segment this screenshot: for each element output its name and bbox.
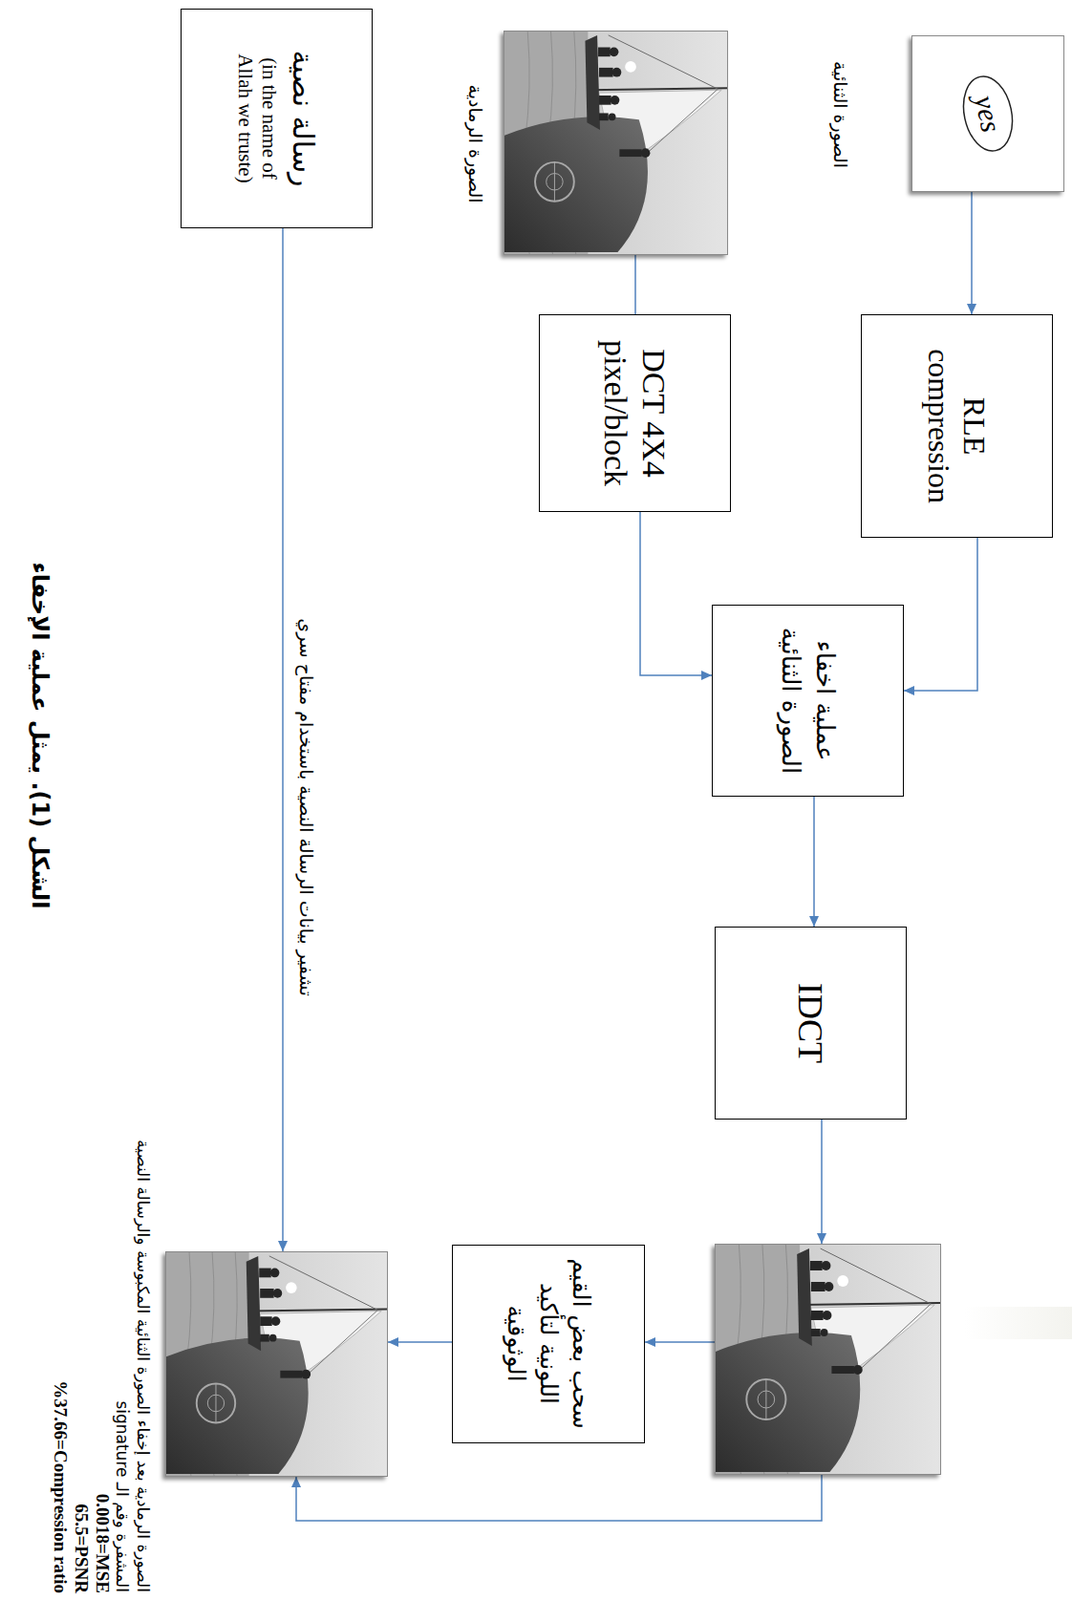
metric-label: 0.0018=MSE xyxy=(91,1307,113,1594)
metric-label: 65.5=PSNR xyxy=(70,1307,92,1594)
edge-label: تشفير بيانات الرسالة النصية باستخدام مفت… xyxy=(296,544,318,1071)
connector-line xyxy=(634,255,637,315)
connector-line xyxy=(281,228,284,1252)
node-text: DCT 4X4 pixel/block xyxy=(597,329,672,497)
node-text: رسالة نصية xyxy=(286,49,321,187)
connector xyxy=(640,512,712,681)
arrow-head xyxy=(387,1337,399,1348)
faint-bar xyxy=(964,1307,1072,1340)
node-text: سحب بعض القيم اللونية لتأكيد الوثوقية xyxy=(499,1258,597,1431)
photo xyxy=(715,1244,941,1475)
connector-line xyxy=(640,512,712,676)
metric-label: %37.66=Compression ratio xyxy=(49,1307,71,1594)
connector xyxy=(966,192,977,315)
binary-image: yesالصورة الثنائية xyxy=(911,35,1065,193)
connector xyxy=(809,796,819,927)
arrow-head xyxy=(903,686,915,696)
connector xyxy=(903,537,978,696)
connector xyxy=(387,1337,452,1348)
connector-line xyxy=(820,1119,823,1244)
node-text: yes xyxy=(967,92,1008,136)
arrow-head xyxy=(809,916,819,927)
image-caption: الصورة الرمادية بعد إخفاء الصورة الثنائي… xyxy=(111,1114,154,1593)
arrow-head xyxy=(966,303,977,315)
image-caption: الصورة الرمادية xyxy=(465,31,487,257)
connector xyxy=(278,228,288,1252)
connector-line xyxy=(296,1475,822,1522)
connector-line xyxy=(970,192,973,315)
connector-line xyxy=(813,796,815,927)
cover-image: الصورة الرمادية xyxy=(503,30,729,256)
image-caption: الصورة الثنائية xyxy=(830,17,852,213)
node-text: IDCT xyxy=(791,983,832,1064)
process-box: IDCT xyxy=(714,926,907,1120)
connector xyxy=(816,1119,827,1244)
arrow-head xyxy=(291,1477,301,1488)
connector-line xyxy=(903,537,978,691)
node-text: RLE compression xyxy=(921,335,993,517)
photo xyxy=(504,31,728,255)
stego-image xyxy=(714,1243,942,1476)
connector xyxy=(291,1475,822,1522)
figure-caption: الشكل (1). يمثل عملية الإخفاء xyxy=(26,515,54,956)
arrow-head xyxy=(816,1233,827,1244)
arrow-head xyxy=(701,670,712,681)
arrow-head xyxy=(644,1337,656,1348)
process-box: RLE compression xyxy=(860,314,1053,538)
node-text: (in the name of Allah we truste) xyxy=(233,37,281,200)
process-box: عملية اخفاء الصورة الثنائية xyxy=(711,604,904,797)
arrow-head xyxy=(278,1241,288,1252)
connector xyxy=(635,255,637,315)
photo xyxy=(166,1252,387,1477)
message-box: رسالة نصية(in the name of Allah we trust… xyxy=(180,8,373,229)
process-box: سحب بعض القيم اللونية لتأكيد الوثوقية xyxy=(451,1244,645,1444)
process-box: DCT 4X4 pixel/block xyxy=(538,314,731,513)
connector xyxy=(644,1337,715,1348)
final-image: الصورة الرمادية بعد إخفاء الصورة الثنائي… xyxy=(165,1251,388,1478)
node-text: عملية اخفاء الصورة الثنائية xyxy=(773,620,841,783)
